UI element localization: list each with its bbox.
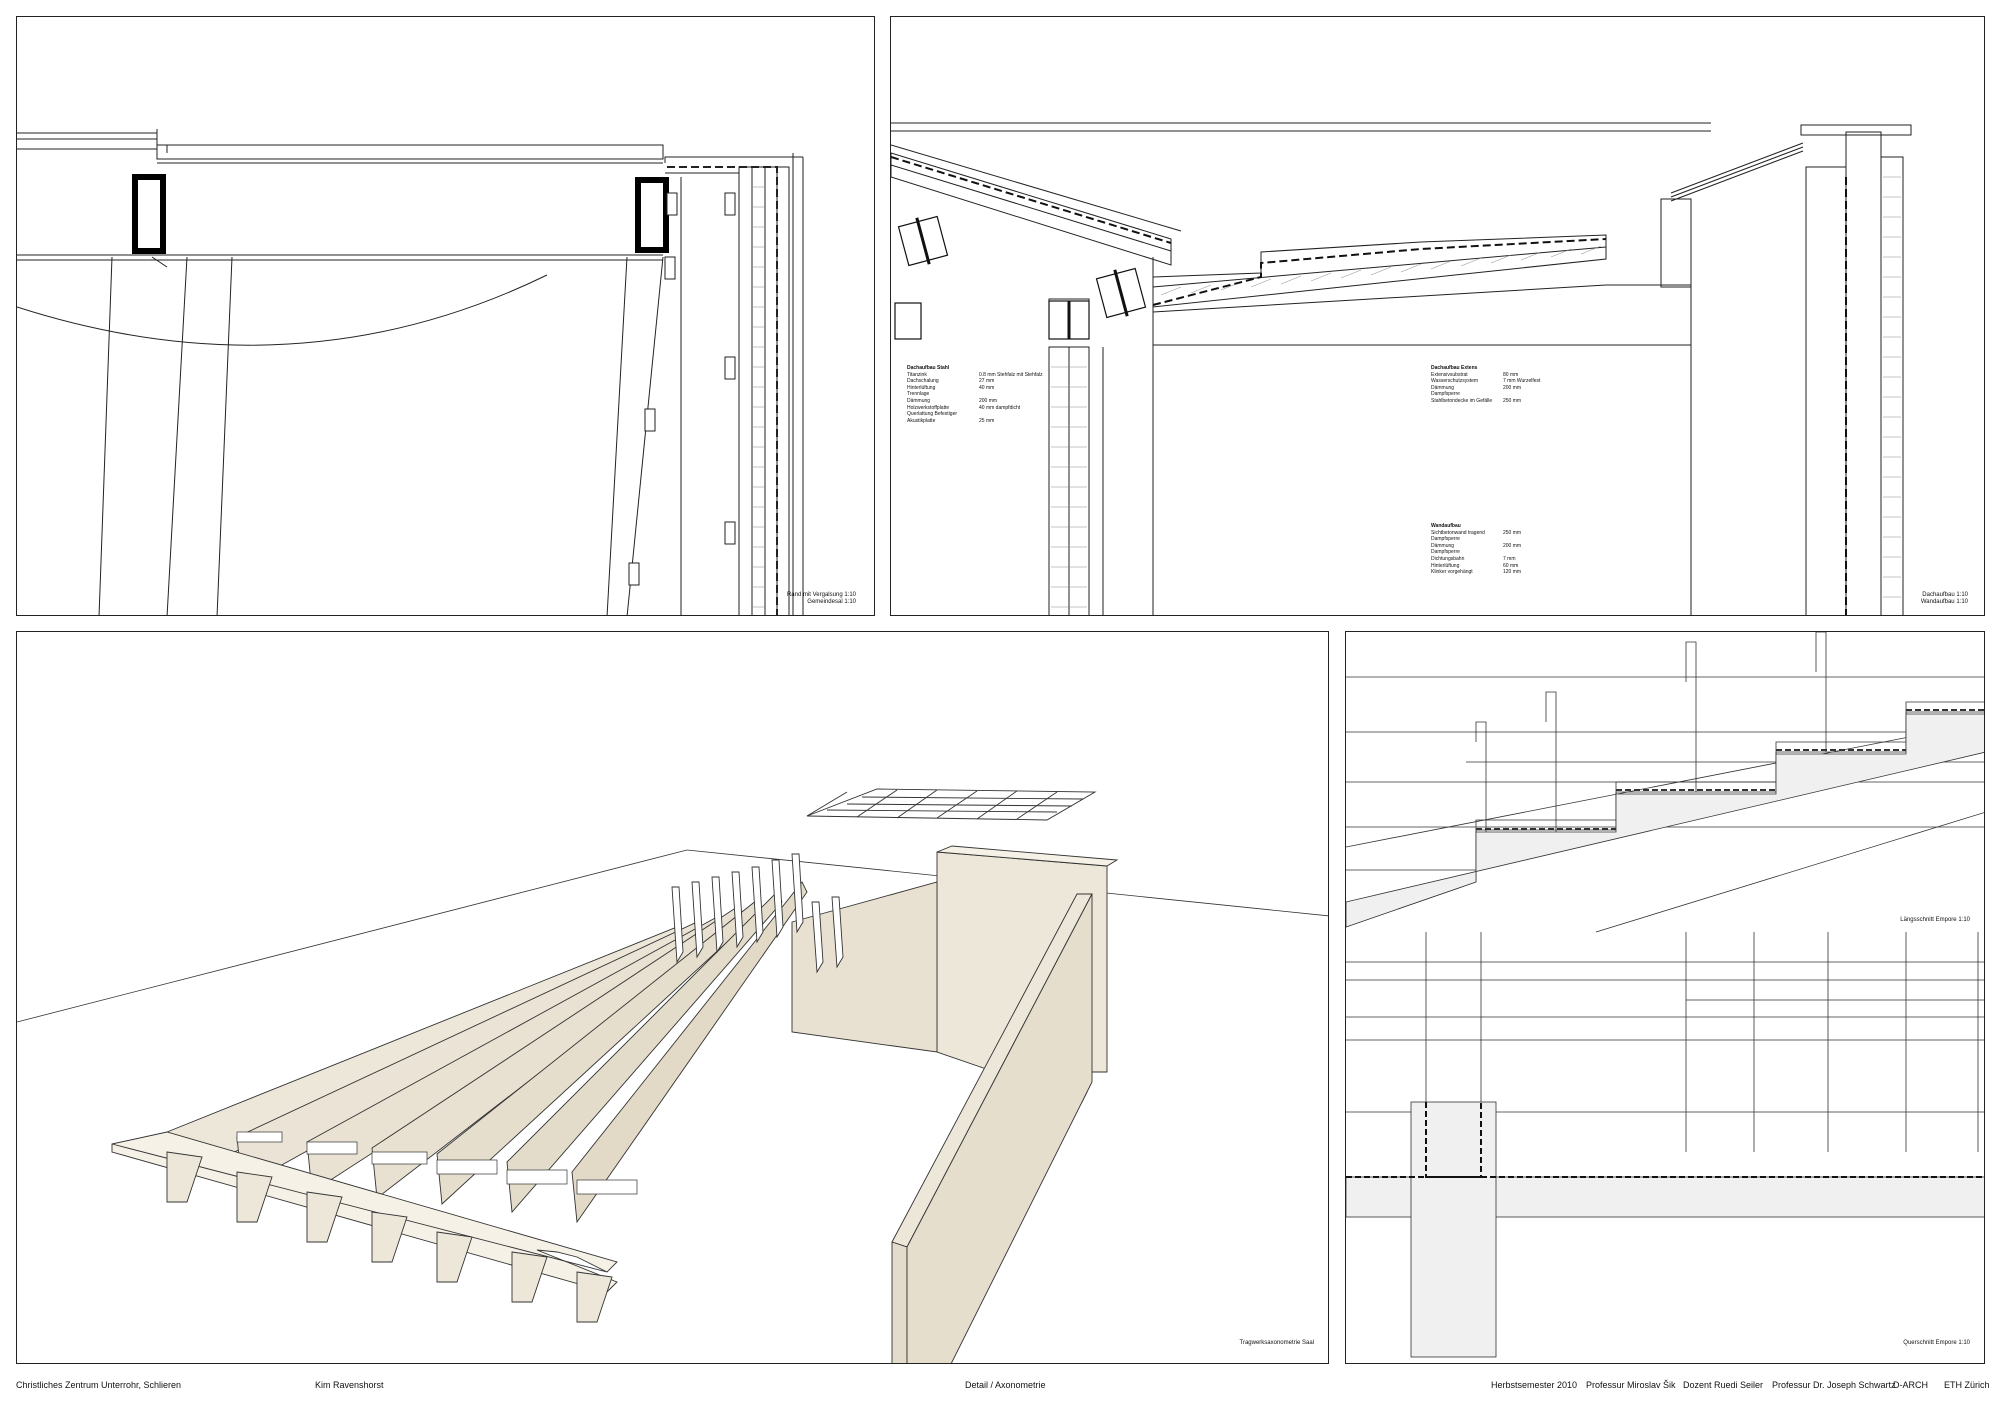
footer-author: Kim Ravenshorst [315,1380,384,1390]
spec-row: Trennlage [907,391,930,398]
footer-semester: Herbstsemester 2010 [1491,1380,1578,1390]
footer-professor2: Professur Dr. Joseph Schwartz [1772,1380,1896,1390]
scale-label-bottom-right-top: Längsschnitt Empore 1:10 [1900,917,1970,924]
scale-label-bottom-right-bottom: Querschnitt Empore 1:10 [1903,1340,1970,1347]
scale-line: Dachaufbau 1:10 [1922,592,1968,598]
footer-project: Christliches Zentrum Unterrohr, Schliere… [16,1380,182,1390]
section-drawing-top-right [891,122,1912,615]
spec-row: Dampfsperre [1431,391,1460,398]
scale-label-top-left: Rand mit Vergalsung 1:10 Gemeindesal 1:1… [787,592,856,606]
spec-row: Dampfsperre [1431,549,1460,556]
axonometry-panel: Tragwerksaxonometrie Saal [16,631,1329,1364]
footer-professor: Professur Miroslav Šik [1586,1380,1676,1390]
footer-lecturer: Dozent Ruedi Seiler [1683,1380,1764,1390]
spec-title: Dachaufbau Stahl [907,365,950,371]
section-drawing-top-left [17,129,804,615]
spec-title: Wandaufbau [1431,523,1461,529]
footer-subject: Detail / Axonometrie [965,1380,1046,1390]
scale-label-top-right: Dachaufbau 1:10 Wandaufbau 1:10 [1921,592,1968,606]
scale-line: Rand mit Vergalsung 1:10 [786,592,856,598]
scale-line: Tragwerksaxonometrie Saal [1239,1340,1314,1346]
section-drawing-bottom-right [1346,632,1984,1358]
detail-panel-top-left: Rand mit Vergalsung 1:10 Gemeindesal 1:1… [16,16,875,616]
scale-line: Querschnitt Empore 1:10 [1903,1340,1970,1346]
scale-line: Wandaufbau 1:10 [1920,599,1968,605]
footer-dept: D-ARCH [1893,1380,1928,1390]
spec-row: Dampfsperre [1431,536,1460,543]
axonometry-drawing [17,788,1328,1363]
spec-title: Dachaufbau Extens [1431,365,1478,371]
detail-panel-bottom-right: Längsschnitt Empore 1:10 Querschnitt Emp… [1345,631,1985,1364]
spec-row: Querlattung Befestiger [907,411,958,418]
scale-label-axonometry: Tragwerksaxonometrie Saal [1240,1340,1314,1347]
footer-school: ETH Zürich [1944,1380,1990,1390]
scale-line: Gemeindesal 1:10 [807,599,856,605]
scale-line: Längsschnitt Empore 1:10 [1900,917,1970,923]
